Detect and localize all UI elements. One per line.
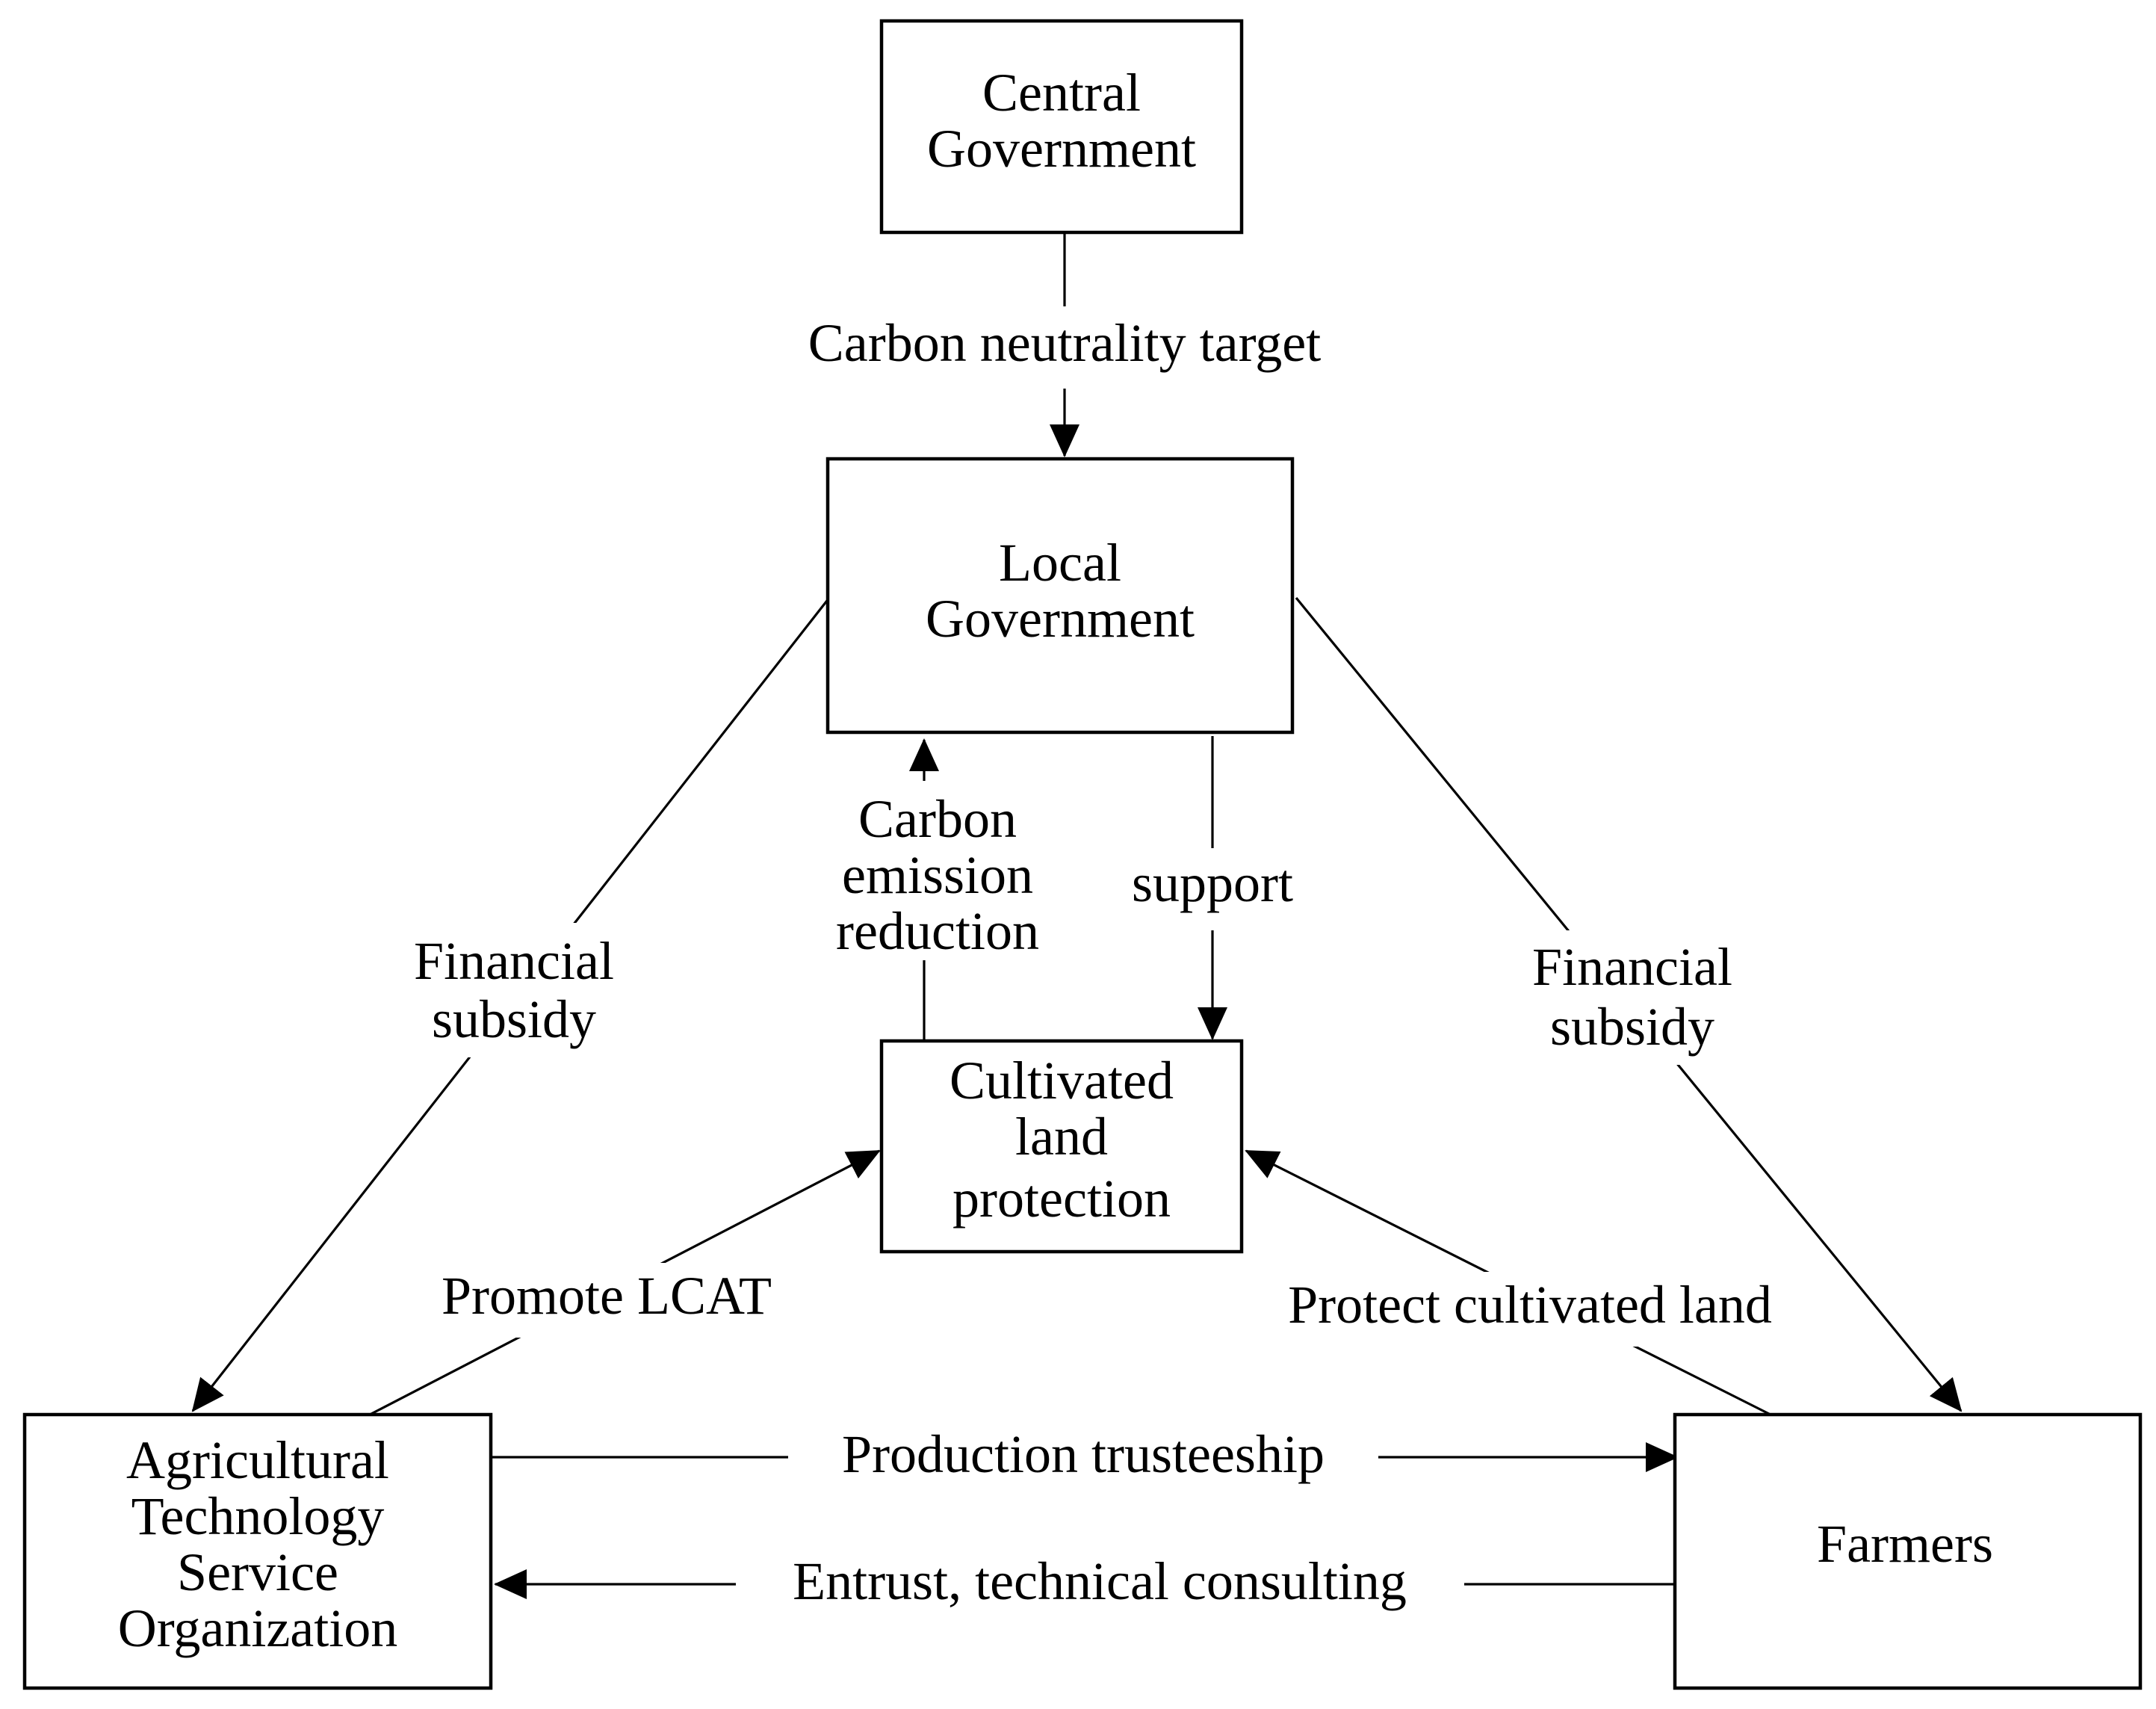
node-local-government: Local Government	[825, 457, 1295, 735]
node-local-government-box	[825, 457, 1295, 735]
edge-label-subsidy-left-line-2: subsidy	[432, 989, 596, 1049]
node-farmers-box	[1673, 1412, 2143, 1690]
edge-label-trusteeship-line-1: Production trusteeship	[842, 1424, 1325, 1484]
edge-label-promote-line-1: Promote LCAT	[442, 1266, 772, 1326]
node-agri-line-1: Agricultural	[126, 1430, 389, 1490]
node-central-government-line-2: Government	[927, 119, 1196, 179]
edge-label-carbon-reduction: Carbon emission reduction	[811, 781, 1061, 961]
edge-label-protect-line-1: Protect cultivated land	[1288, 1275, 1772, 1335]
edge-label-subsidy-right-line-1: Financial	[1532, 937, 1732, 997]
node-cultivated-land-protection: Cultivated land protection	[879, 1039, 1244, 1254]
edge-label-subsidy-right: Financial subsidy	[1502, 930, 1771, 1065]
edge-label-support: support	[1104, 848, 1321, 930]
node-local-government-line-2: Government	[926, 589, 1195, 649]
edges	[191, 233, 1963, 1599]
node-central-government-box	[879, 19, 1244, 235]
edge-label-promote: Promote LCAT	[403, 1263, 807, 1338]
edge-label-trusteeship: Production trusteeship	[788, 1424, 1378, 1491]
node-local-government-line-1: Local	[999, 533, 1121, 593]
node-cultivated-land-protection-line-2: land	[1015, 1107, 1108, 1166]
edge-label-protect: Protect cultivated land	[1233, 1272, 1823, 1347]
node-agricultural-technology-service-organization: Agricultural Technology Service Organiza…	[22, 1412, 493, 1690]
edge-label-subsidy-left: Financial subsidy	[385, 923, 639, 1057]
node-central-government: Central Government	[879, 19, 1244, 235]
node-cultivated-land-protection-line-1: Cultivated	[950, 1051, 1174, 1110]
edge-label-subsidy-left-line-1: Financial	[414, 931, 614, 991]
edge-label-carbon-target: Carbon neutrality target	[747, 306, 1382, 389]
edge-label-carbon-reduction-line-1: Carbon	[858, 789, 1017, 849]
edge-label-entrust-line-1: Entrust, technical consulting	[793, 1551, 1407, 1611]
node-central-government-line-1: Central	[982, 63, 1141, 123]
edge-label-subsidy-right-line-2: subsidy	[1550, 997, 1714, 1057]
node-farmers: Farmers	[1673, 1412, 2143, 1690]
node-agri-line-4: Organization	[118, 1598, 398, 1658]
edge-labels: Carbon neutrality target Carbon emission…	[385, 306, 1823, 1618]
node-farmers-line-1: Farmers	[1817, 1514, 1993, 1574]
edge-label-carbon-reduction-line-3: reduction	[836, 901, 1039, 961]
node-cultivated-land-protection-line-3: protection	[952, 1169, 1171, 1229]
node-agri-line-2: Technology	[131, 1486, 385, 1546]
node-agricultural-technology-service-organization-box	[22, 1412, 493, 1690]
edge-label-entrust: Entrust, technical consulting	[736, 1551, 1464, 1618]
edge-label-carbon-target-line-1: Carbon neutrality target	[808, 313, 1321, 373]
node-agri-line-3: Service	[177, 1542, 338, 1602]
edge-label-carbon-reduction-line-2: emission	[842, 845, 1033, 905]
node-cultivated-land-protection-box	[879, 1039, 1244, 1254]
edge-label-support-line-1: support	[1132, 853, 1293, 913]
